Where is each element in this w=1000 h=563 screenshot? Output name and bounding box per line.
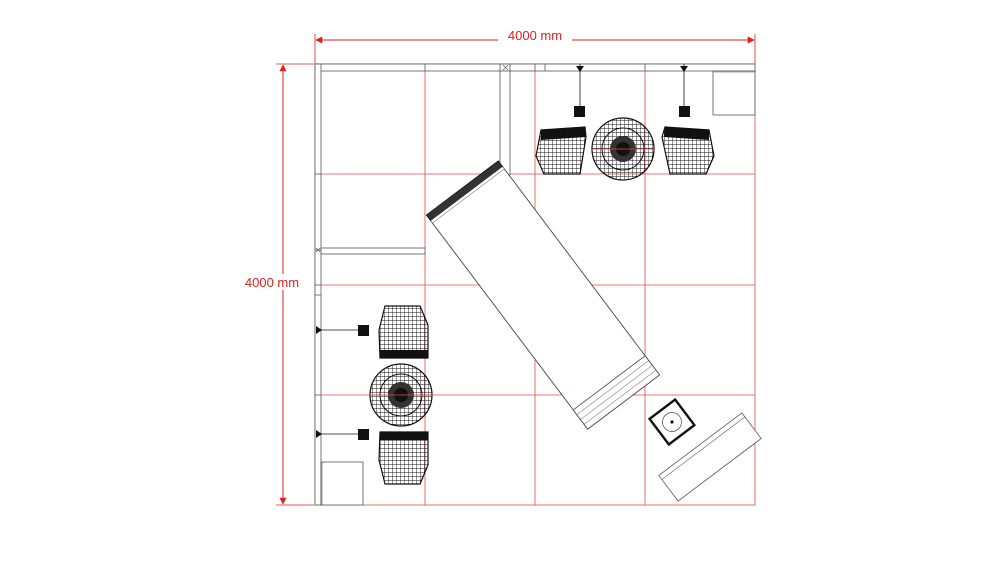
armchair-top-left <box>535 126 587 175</box>
height-dimension-label: 4000 mm <box>245 275 299 290</box>
corner-cabinet-top <box>712 70 756 116</box>
reception-counter <box>425 160 661 430</box>
back-wall <box>314 63 756 72</box>
floor-socket-left-1 <box>316 325 369 336</box>
side-wall <box>314 63 322 506</box>
floor-socket-top-1 <box>574 64 585 117</box>
side-table-lamp <box>647 397 697 447</box>
floor-socket-left-2 <box>316 429 369 440</box>
armchair-left-top <box>378 305 429 359</box>
floor-socket-top-2 <box>679 64 690 117</box>
armchair-top-right <box>661 126 715 175</box>
display-bench <box>658 412 762 502</box>
width-dimension <box>314 28 756 64</box>
armchair-left-bottom <box>378 431 429 485</box>
round-table-top <box>591 117 655 181</box>
height-dimension <box>238 63 328 506</box>
width-dimension-label: 4000 mm <box>508 28 562 43</box>
corner-cabinet-bottom <box>320 461 364 506</box>
round-table-left <box>369 363 433 427</box>
